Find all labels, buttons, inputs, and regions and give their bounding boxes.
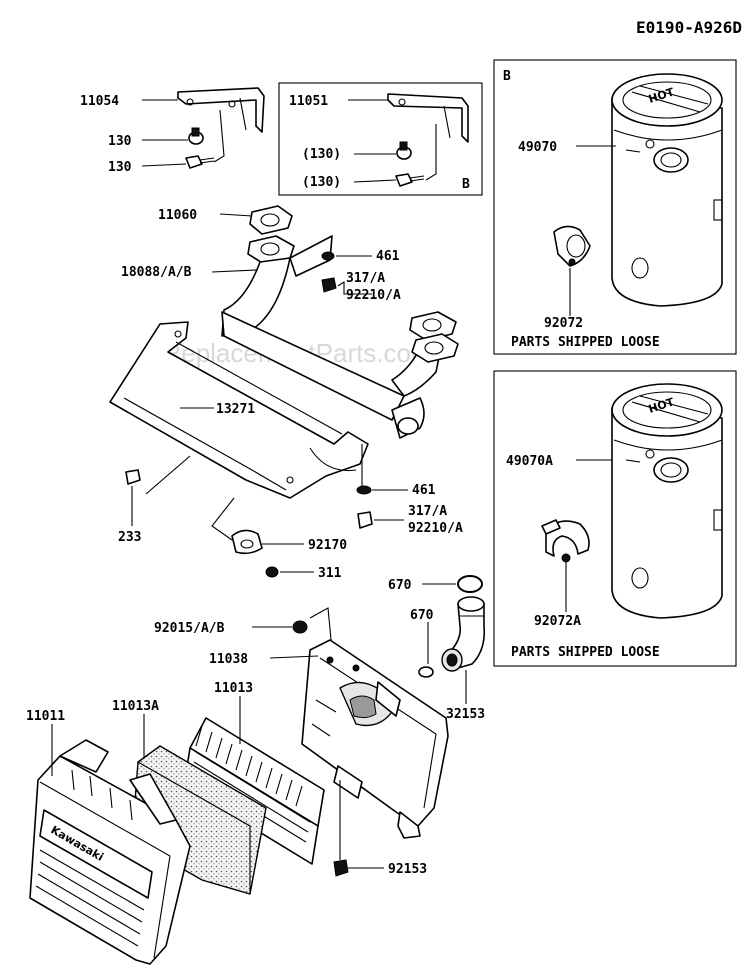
bolt-92153: [333, 780, 349, 877]
label-92153: 92153: [388, 862, 427, 877]
o-ring-670-a: [457, 575, 483, 593]
leader-130-b: [141, 163, 187, 167]
bolt-130-c: [396, 141, 412, 160]
leader-92210-a: [337, 280, 372, 295]
label-670-b: 670: [410, 608, 434, 623]
label-317-a: 317/A: [346, 271, 385, 286]
label-11011: 11011: [26, 709, 65, 724]
nut-92210-a: [321, 277, 337, 293]
heat-shield-13271: [109, 321, 369, 499]
label-92072: 92072: [544, 316, 583, 331]
label-130-a: 130: [108, 134, 132, 149]
air-cleaner-base-11038: [301, 639, 449, 839]
bolt-233: [125, 469, 141, 485]
bolt-130-a: [188, 127, 204, 145]
label-32153: 32153: [446, 707, 485, 722]
o-ring-670-b: [418, 666, 434, 678]
label-92072A: 92072A: [534, 614, 581, 629]
label-92210-b: 92210/A: [408, 521, 463, 536]
label-670-a: 670: [388, 578, 412, 593]
label-11051: 11051: [289, 94, 328, 109]
label-18088: 18088/A/B: [121, 265, 192, 280]
clamp-92072A: [541, 519, 590, 563]
bracket-11051: [387, 93, 469, 143]
label-233: 233: [118, 530, 141, 545]
leader-18088: [211, 269, 257, 273]
label-461-a: 461: [376, 249, 400, 264]
clamp-92072: [553, 225, 591, 267]
clamp-92170: [231, 529, 263, 555]
label-11013: 11013: [214, 681, 253, 696]
leader-130-c: [354, 124, 437, 181]
label-11060: 11060: [158, 208, 197, 223]
label-461-b: 461: [412, 483, 436, 498]
bracket-box-letter: B: [462, 177, 470, 192]
parts-shipped-loose-1: PARTS SHIPPED LOOSE: [511, 335, 660, 350]
leader-11060: [219, 213, 253, 217]
bolt-130-d: [395, 173, 425, 187]
label-130-c: (130): [302, 147, 341, 162]
washer-461-a: [321, 251, 335, 261]
gasket-11060: [249, 205, 293, 235]
air-cleaner-cover-11011: Kawasaki: [29, 739, 191, 965]
label-92170: 92170: [308, 538, 347, 553]
nut-92210-b: [357, 511, 373, 529]
label-13271: 13271: [216, 402, 255, 417]
bracket-11054: [177, 87, 265, 133]
muffler-49070A: HOT: [611, 383, 723, 619]
washer-461-b: [356, 485, 372, 495]
muffler-box-1: [493, 59, 737, 355]
label-49070: 49070: [518, 140, 557, 155]
bracket-box: [278, 82, 483, 196]
leader-461-b: [361, 444, 408, 491]
label-92210-a: 92210/A: [346, 288, 401, 303]
label-11038: 11038: [209, 652, 248, 667]
label-317-b: 317/A: [408, 504, 447, 519]
leader-92170: [211, 497, 304, 545]
leader-130-d: [353, 179, 397, 183]
bolt-130-b: [185, 155, 215, 169]
label-11013A: 11013A: [112, 699, 159, 714]
elbow-32153: [441, 596, 486, 672]
muffler-49070: HOT: [611, 73, 723, 307]
label-311: 311: [318, 566, 342, 581]
label-130-d: (130): [302, 175, 341, 190]
label-92015: 92015/A/B: [154, 621, 225, 636]
label-11054: 11054: [80, 94, 119, 109]
label-49070A: 49070A: [506, 454, 553, 469]
exhaust-pipe-18088: [221, 235, 459, 439]
nut-92015: [292, 620, 308, 634]
diagram-code: E0190-A926D: [636, 18, 742, 37]
leader-11038: [269, 655, 319, 659]
muffler-box-2: [493, 370, 737, 667]
leader-233: [131, 455, 191, 526]
parts-shipped-loose-2: PARTS SHIPPED LOOSE: [511, 645, 660, 660]
nut-311: [265, 566, 279, 578]
muffler-box-letter: B: [503, 69, 511, 84]
leader-130-a: [142, 109, 225, 163]
label-130-b: 130: [108, 160, 132, 175]
